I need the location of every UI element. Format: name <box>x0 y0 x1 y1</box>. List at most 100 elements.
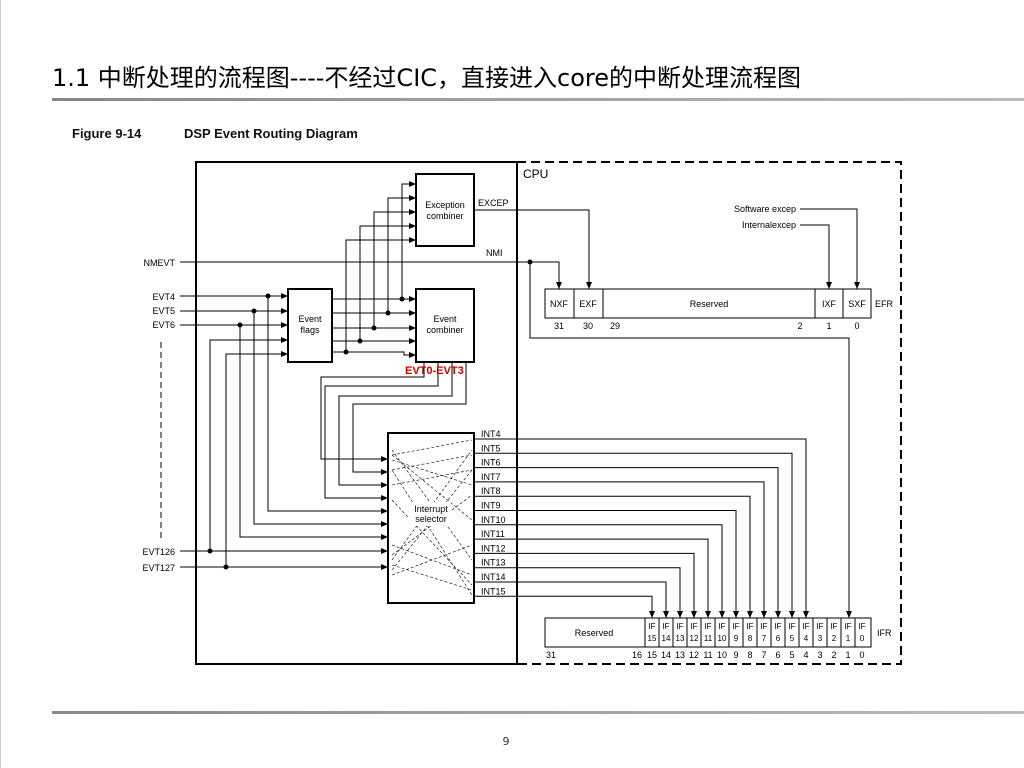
int-route-line <box>474 495 753 618</box>
slide-title: 1.1 中断处理的流程图----不经过CIC，直接进入core的中断处理流程图 <box>52 64 802 92</box>
ifr-cell-number: 6 <box>776 634 781 643</box>
software-excep-label: Software excep <box>734 204 796 214</box>
ifr-cell-number: 12 <box>690 634 699 643</box>
ifr-cell-prefix: IF <box>816 622 823 631</box>
int-route-line <box>474 552 697 618</box>
ifr-cell-prefix: IF <box>760 622 767 631</box>
exception-combiner-box <box>415 173 475 247</box>
ifr-cell-number: 5 <box>790 634 795 643</box>
interrupt-selector-label: selector <box>415 514 447 524</box>
ifr-cell-number: 11 <box>704 634 713 643</box>
efr-cell: IXF <box>822 299 837 309</box>
ifr-bit: 15 <box>647 650 657 660</box>
ifr-cell-prefix: IF <box>690 622 697 631</box>
int-route-line <box>474 595 655 618</box>
ifr-name: IFR <box>877 628 892 638</box>
ifr-bit: 11 <box>703 650 712 660</box>
ifr-cell-number: 9 <box>734 634 739 643</box>
ifr-cell-number: 15 <box>648 634 657 643</box>
efr-bit: 0 <box>854 321 859 331</box>
efr-bit: 29 <box>610 321 620 331</box>
event-flags-label: Event <box>298 314 322 324</box>
ifr-bit: 31 <box>546 650 556 660</box>
ifr-cell-number: 8 <box>748 634 753 643</box>
ifr-cell-prefix: IF <box>802 622 809 631</box>
int-route-line <box>474 581 669 618</box>
event-flags-label: flags <box>300 325 320 335</box>
event-flags-box <box>287 288 333 363</box>
evt0-evt3-annotation: EVT0-EVT3 <box>405 365 464 377</box>
figure-number: Figure 9-14 <box>72 126 142 141</box>
ifr-bit: 9 <box>733 650 738 660</box>
efr-cell: NXF <box>550 299 569 309</box>
efr-bit: 2 <box>797 321 802 331</box>
int-label: INT8 <box>481 486 501 496</box>
efr-register: NXF EXF Reserved IXF SXF EFR 31 30 29 2 … <box>544 288 894 331</box>
exception-combiner-label: Exception <box>425 200 465 210</box>
ifr-bit: 5 <box>789 650 794 660</box>
ifr-reserved: Reserved <box>575 628 614 638</box>
ifr-cell-prefix: IF <box>704 622 711 631</box>
ifr-bit: 8 <box>747 650 752 660</box>
int-label: INT7 <box>481 472 501 482</box>
title-rule <box>52 98 1024 101</box>
int-label: INT5 <box>481 443 501 453</box>
int-route-line <box>474 467 781 618</box>
input-label: EVT5 <box>152 306 175 316</box>
ifr-bit: 3 <box>817 650 822 660</box>
ifr-bit: 4 <box>803 650 808 660</box>
int-route-line <box>474 538 711 618</box>
int-label: INT15 <box>481 586 506 596</box>
ifr-bit: 7 <box>761 650 766 660</box>
excep-label: EXCEP <box>478 198 509 208</box>
input-label: EVT4 <box>152 292 175 302</box>
internal-excep-label: Internalexcep <box>742 220 796 230</box>
ifr-cell-prefix: IF <box>676 622 683 631</box>
input-label: NMEVT <box>144 258 176 268</box>
ifr-cell-number: 13 <box>676 634 685 643</box>
figure-caption: Figure 9-14 DSP Event Routing Diagram <box>72 126 358 141</box>
int-label: INT11 <box>481 529 505 539</box>
ifr-cell-prefix: IF <box>662 622 669 631</box>
int-route-line <box>474 524 725 618</box>
int-label: INT12 <box>481 543 506 553</box>
efr-bit: 30 <box>583 321 593 331</box>
event-combiner-label: Event <box>433 314 457 324</box>
input-label: EVT6 <box>152 320 175 330</box>
ifr-cell-number: 0 <box>860 634 865 643</box>
ifr-cell-prefix: IF <box>774 622 781 631</box>
input-label: EVT127 <box>142 563 175 573</box>
ifr-cell-number: 4 <box>804 634 809 643</box>
cpu-label: CPU <box>523 167 548 181</box>
ifr-bit: 12 <box>689 650 699 660</box>
cpu-region <box>517 161 902 665</box>
int-route-line <box>474 452 795 618</box>
int-route-line <box>474 481 767 618</box>
ifr-cell-prefix: IF <box>844 622 851 631</box>
efr-bit: 31 <box>554 321 564 331</box>
ifr-cell-prefix: IF <box>788 622 795 631</box>
efr-cell: SXF <box>848 299 866 309</box>
int-route-line <box>474 438 809 618</box>
ifr-cell-number: 2 <box>832 634 837 643</box>
ifr-cell-number: 14 <box>662 634 671 643</box>
ifr-bit: 10 <box>717 650 727 660</box>
ifr-bit: 1 <box>845 650 850 660</box>
efr-cell: EXF <box>579 299 597 309</box>
figure-title: DSP Event Routing Diagram <box>184 126 358 141</box>
int-route-line <box>474 567 683 618</box>
ifr-bit: 14 <box>661 650 671 660</box>
ifr-cell-prefix: IF <box>732 622 739 631</box>
ifr-register: Reserved IFR 31 1 6 IF 15 IF 14 IF 13 IF 12 IF 11 I… <box>544 617 892 660</box>
slide-left-border <box>0 0 1 768</box>
int-label: INT9 <box>481 501 501 511</box>
ifr-bit: 13 <box>675 650 685 660</box>
int-label: INT6 <box>481 458 501 468</box>
nmi-label: NMI <box>486 248 503 258</box>
footer-rule <box>52 711 1024 714</box>
ifr-cell-prefix: IF <box>830 622 837 631</box>
event-combiner-label: combiner <box>426 325 463 335</box>
ifr-cell-prefix: IF <box>648 622 655 631</box>
ifr-cell-prefix: IF <box>746 622 753 631</box>
